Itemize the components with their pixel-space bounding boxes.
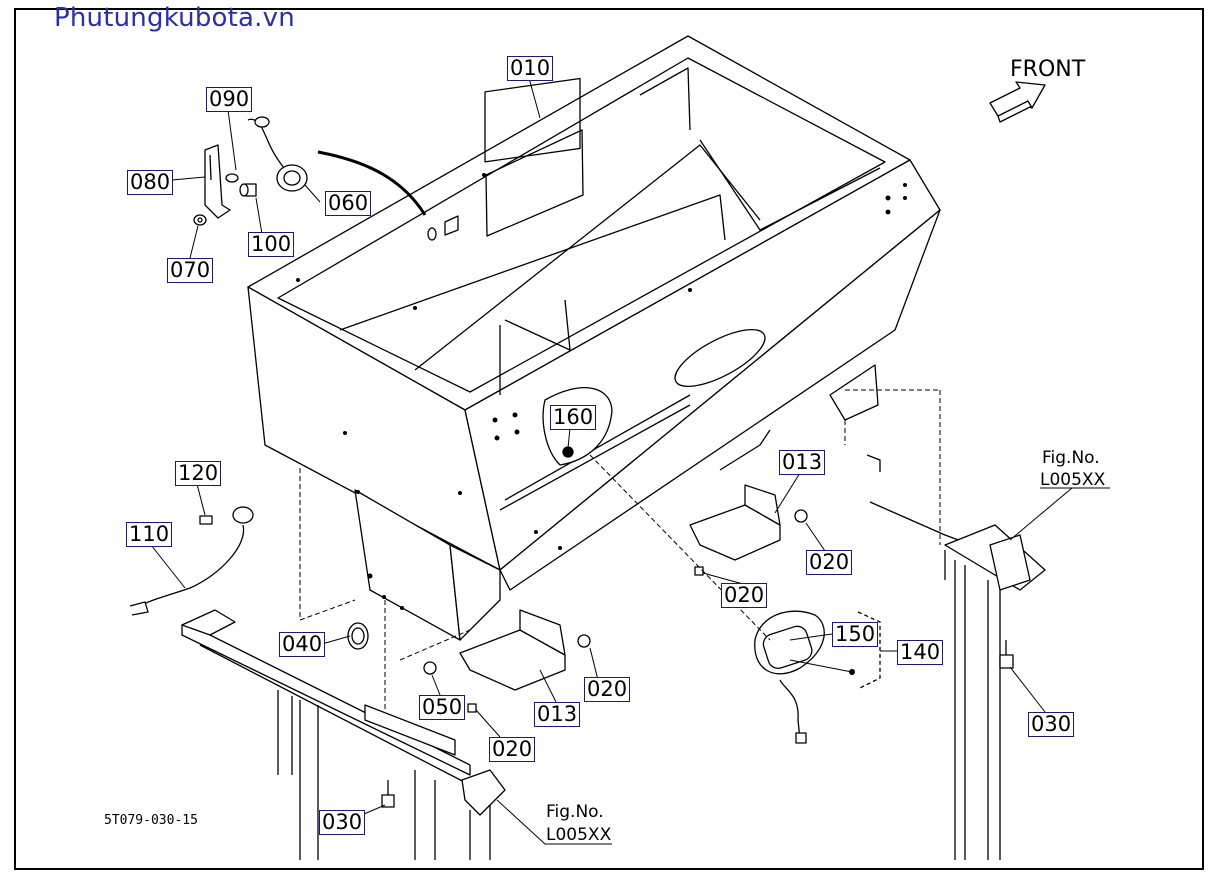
callout-010[interactable]: 010 <box>507 56 554 81</box>
nut-070 <box>193 214 207 226</box>
frame-rail-left <box>181 609 506 860</box>
sensor-120 <box>129 506 254 616</box>
callout-013-left[interactable]: 013 <box>534 702 581 727</box>
callout-060[interactable]: 060 <box>325 191 372 216</box>
sensor-060 <box>247 116 308 192</box>
callout-030-right[interactable]: 030 <box>1028 712 1075 737</box>
callout-030-left[interactable]: 030 <box>319 810 366 835</box>
bolt-030-right <box>999 640 1014 669</box>
callout-090[interactable]: 090 <box>206 87 253 112</box>
callout-013-right[interactable]: 013 <box>779 450 826 475</box>
callout-040[interactable]: 040 <box>279 632 326 657</box>
washer-050 <box>423 661 437 675</box>
drawing-code: 5T079-030-15 <box>104 813 198 828</box>
bracket-013-right <box>689 484 808 576</box>
switch-bracket-080 <box>204 144 231 219</box>
callout-020-right[interactable]: 020 <box>806 550 853 575</box>
callout-050[interactable]: 050 <box>419 695 466 720</box>
callout-020-left[interactable]: 020 <box>584 677 631 702</box>
washer-090 <box>225 173 239 183</box>
cover-150 <box>754 610 855 744</box>
callout-020-bottom[interactable]: 020 <box>489 737 536 762</box>
fig-ref-right-link[interactable]: L005XX <box>1040 470 1106 490</box>
fig-ref-left-link[interactable]: L005XX <box>546 825 612 845</box>
callout-150[interactable]: 150 <box>832 622 879 647</box>
drawing-frame <box>14 8 1204 870</box>
watermark: Phutungkubota.vn <box>54 3 295 33</box>
callout-160[interactable]: 160 <box>550 405 597 430</box>
frame-rail-right <box>866 454 1046 860</box>
leader-lines <box>150 77 1110 845</box>
front-label: FRONT <box>1010 57 1086 82</box>
dashed-lines <box>299 389 941 710</box>
fig-ref-left-title: Fig.No. <box>546 802 604 822</box>
grommet-040 <box>347 622 369 650</box>
screw-100 <box>239 183 257 197</box>
hopper-body <box>247 35 941 641</box>
callout-080[interactable]: 080 <box>127 170 174 195</box>
bracket-013-left <box>459 609 591 713</box>
fig-ref-right-title: Fig.No. <box>1042 448 1100 468</box>
callout-120[interactable]: 120 <box>175 461 222 486</box>
bolt-030-left <box>381 780 395 808</box>
callout-140[interactable]: 140 <box>897 640 944 665</box>
callout-020-bracket[interactable]: 020 <box>721 583 768 608</box>
front-arrow-icon <box>989 81 1046 123</box>
callout-100[interactable]: 100 <box>248 232 295 257</box>
callout-110[interactable]: 110 <box>126 522 173 547</box>
callout-070[interactable]: 070 <box>167 258 214 283</box>
